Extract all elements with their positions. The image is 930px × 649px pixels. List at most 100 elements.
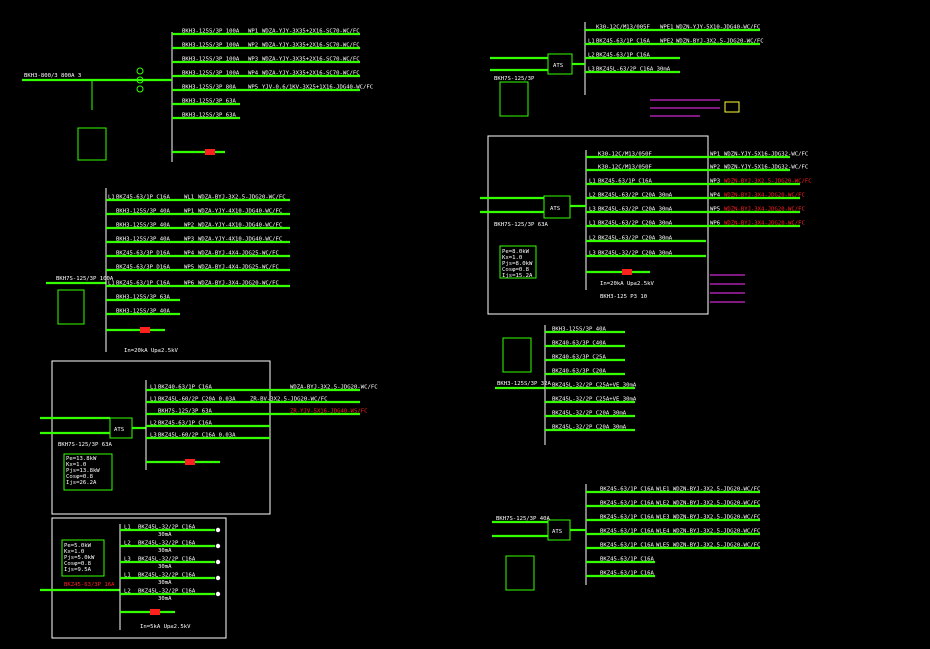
feeder-circuit-label: WP5 bbox=[184, 265, 194, 271]
feeder-circuit-label: WP3 bbox=[184, 237, 194, 243]
feeder-cable-label: WDZN-BYJ-3X2.5-JDG20-WC/FC bbox=[724, 179, 812, 185]
feeder-breaker-label: BKZ40-63/1P C16A bbox=[158, 385, 213, 391]
panel-c-param: Kx=1.0 bbox=[66, 462, 86, 468]
feeder-breaker-label: K30-12C/M13/050F bbox=[598, 165, 653, 171]
feeder-cable-label: WDZA-YJY-3X35+2X16-SC70-WC/FC bbox=[262, 43, 360, 49]
feeder-breaker-label: BKZ45L-32/2P C16A bbox=[138, 573, 196, 579]
feeder-breaker-label: BKZ45L-32/2P C16A bbox=[138, 589, 196, 595]
feeder-circuit-label: WP2 bbox=[248, 43, 258, 49]
panel-a-meter-icon bbox=[136, 76, 144, 84]
feeder-phase-label: L1 bbox=[589, 179, 596, 185]
outlet-icon bbox=[215, 543, 221, 549]
panel-b-box bbox=[57, 289, 85, 325]
panel-f-param: Ijs=15.2A bbox=[502, 273, 533, 279]
outlet-icon bbox=[215, 527, 221, 533]
feeder-phase-label: L3 bbox=[150, 433, 157, 439]
panel-d-frame bbox=[51, 517, 227, 639]
panel-a-feeders: BKH3-125S/3P 100A WP1 WDZA-YJY-3X35+2X16… bbox=[172, 29, 373, 120]
panel-h-feeders: BKZ45-63/1P C16A WLE1 WDZN-BYJ-3X2.5-JDG2… bbox=[586, 487, 760, 578]
feeder-cable-label: WDZA-YJY-3X35+2X16-SC70-WC/FC bbox=[262, 57, 360, 63]
panel-f-param: Pe=8.0kW bbox=[502, 249, 530, 255]
panel-f-param-box bbox=[499, 245, 537, 279]
feeder-row: BKH3-125S/3P 100A WP3 WDZA-YJY-3X35+2X16… bbox=[172, 57, 360, 64]
panel-c-param-box bbox=[63, 453, 113, 491]
panel-e-ats-label: ATS bbox=[553, 63, 563, 69]
feeder-breaker-label: BKZ45-63/1P C16A bbox=[158, 421, 213, 427]
panel-d-param: Pjs=5.0kW bbox=[64, 555, 95, 561]
panel-c-ats-label: ATS bbox=[114, 427, 124, 433]
feeder-breaker-label: BKZ45L-60/2P C20A 0.03A bbox=[158, 397, 236, 403]
feeder-cable-label: WDZN-BYJ-3X2.5-JDG20-WC/FC bbox=[676, 39, 764, 45]
feeder-breaker-label: BKZ45-63/1P C16A bbox=[600, 529, 655, 535]
feeder-circuit-label: WP2 bbox=[710, 165, 720, 171]
feeder-breaker-label: BKZ45-63/1P C16A bbox=[600, 571, 655, 577]
feeder-breaker-label: BKZ45L-63/2P C20A 30mA bbox=[598, 221, 673, 227]
feeder-circuit-label: WP4 bbox=[248, 71, 259, 77]
feeder-circuit-label: WP3 bbox=[248, 57, 258, 63]
feeder-circuit-label: WP6 bbox=[710, 221, 720, 227]
panel-h-ats-label: ATS bbox=[552, 529, 562, 535]
feeder-phase-label: L2 bbox=[588, 53, 595, 59]
panel-a-meter-icon bbox=[136, 85, 144, 93]
feeder-cable-label: WDZA-BYJ-3X4-JDG20-WC/FC bbox=[198, 281, 279, 287]
feeder-breaker-label: BKH3-125S/3P 63A bbox=[116, 295, 171, 301]
feeder-breaker-label: BKZ45L-32/2P C25A+VE 30mA bbox=[552, 397, 637, 403]
panel-f-param: Cosφ=0.8 bbox=[502, 267, 530, 273]
panel-g-incoming-label: BKH3-125S/3P 32A bbox=[497, 381, 552, 387]
feeder-phase-label: L1 bbox=[588, 39, 595, 45]
feeder-breaker-label: BKZ45L-63/2P C20A 30mA bbox=[598, 236, 673, 242]
feeder-circuit-label: WL1 bbox=[184, 195, 194, 201]
feeder-breaker-label: K30-12C/M13/005F bbox=[596, 25, 651, 31]
feeder-cable-label: WDZA-BYJ-3X2.5-JDG20-WC/FC bbox=[198, 195, 286, 201]
feeder-breaker-label: BKZ45-63/1P C16A bbox=[600, 543, 655, 549]
feeder-breaker-label: BKH3-125S/3P 40A bbox=[116, 309, 171, 315]
feeder-breaker-label: BKZ45L-32/2P C16A bbox=[138, 541, 196, 547]
feeder-cable-label: WDZA-BYJ-4X4-JDG25-WC/FC bbox=[198, 265, 279, 271]
feeder-rcd-label: 30mA bbox=[158, 596, 172, 602]
feeder-breaker-label: BKZ45L-32/2P C25A+VE 30mA bbox=[552, 383, 637, 389]
panel-d: Pe=5.0kW Kx=1.0 Pjs=5.0kW Cosφ=0.8 Ijs=9… bbox=[40, 517, 227, 639]
feeder-breaker-label: BKH7S-125/3P 63A bbox=[158, 409, 213, 415]
feeder-breaker-label: BKZ45L-32/2P C20A 30mA bbox=[552, 411, 627, 417]
panel-c-spd bbox=[185, 459, 195, 465]
panel-h-box bbox=[505, 555, 535, 591]
feeder-phase-label: L1 bbox=[108, 195, 115, 201]
panel-b-incoming-label: BKH7S-125/3P 100A bbox=[56, 276, 114, 282]
feeder-phase-label: L3 bbox=[589, 207, 596, 213]
panel-e-box bbox=[499, 81, 529, 117]
panel-d-param-box bbox=[61, 539, 105, 577]
panel-c-param: Pjs=13.8kW bbox=[66, 468, 100, 474]
panel-c-param: Cosφ=0.8 bbox=[66, 474, 94, 480]
feeder-breaker-label: BKZ45L-60/2P C16A 0.03A bbox=[158, 433, 236, 439]
feeder-row: BKH3-125S/3P 100A WP4 WDZA-YJY-3X35+2X16… bbox=[172, 71, 360, 78]
feeder-phase-label: L1 bbox=[124, 525, 131, 531]
feeder-circuit-label: WP3 bbox=[710, 179, 720, 185]
feeder-circuit-label: WP5 bbox=[710, 207, 720, 213]
feeder-circuit-label: ZR-BV-3X2.5-JDG20-WC/FC bbox=[250, 397, 327, 403]
panel-c-param: Pe=13.8kW bbox=[66, 456, 97, 462]
panel-f-spd-model: BKH3-125 P3 10 bbox=[600, 294, 647, 300]
feeder-breaker-label: BKH3-125S/3P 63A bbox=[182, 99, 237, 105]
panel-d-param: Pe=5.0kW bbox=[64, 543, 92, 549]
feeder-cable-label: WLE1 WDZN-BYJ-3X2.5-JDG20-WC/FC bbox=[656, 487, 760, 493]
feeder-row: BKH3-125S/3P 100A WP1 WDZA-YJY-3X35+2X16… bbox=[172, 29, 360, 36]
feeder-breaker-label: K30-12C/M13/050F bbox=[598, 152, 653, 158]
feeder-circuit-label: WPE2 bbox=[660, 39, 673, 45]
panel-a: BKH3-800/3 800A 3 BKH3-125S/3P 100A WP1 … bbox=[22, 29, 373, 162]
panel-c-param: Ijs=26.2A bbox=[66, 480, 97, 486]
feeder-breaker-label: BKZ40-63/3P C20A bbox=[552, 369, 607, 375]
feeder-phase-label: L1 bbox=[150, 397, 157, 403]
feeder-cable-label: WLE5 WDZN-BYJ-3X2.5-JDG20-WC/FC bbox=[656, 543, 760, 549]
feeder-breaker-label: BKZ45-63/1P C16A bbox=[598, 179, 653, 185]
feeder-phase-label: L2 bbox=[124, 589, 131, 595]
panel-f-param: Kx=1.0 bbox=[502, 255, 522, 261]
panel-a-incoming-label: BKH3-800/3 800A 3 bbox=[24, 73, 81, 79]
feeder-breaker-label: BKZ45-63/3P D16A bbox=[116, 265, 171, 271]
panel-f-ats-label: ATS bbox=[550, 206, 560, 212]
panel-f: ATS BKH7S-125/3P 63A Pe=8.0kW Kx=1.0 Pjs… bbox=[480, 135, 812, 315]
panel-h-incoming-label: BKH7S-125/3P 40A bbox=[496, 516, 551, 522]
